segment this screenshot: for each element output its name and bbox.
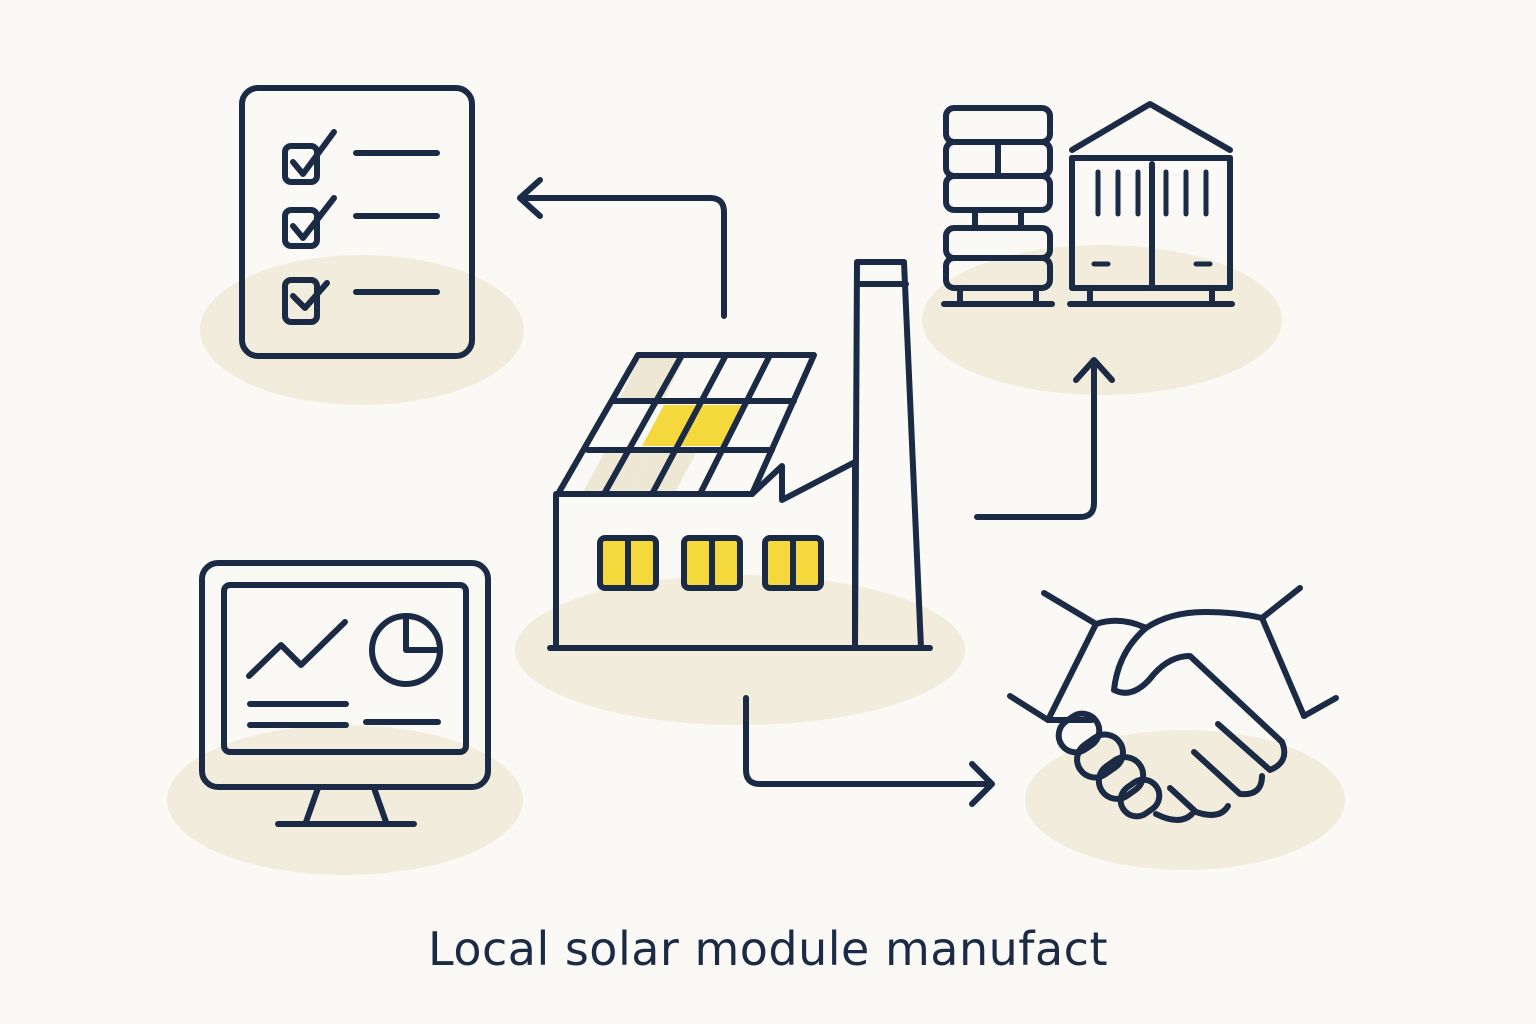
storage-shadow [922, 245, 1282, 395]
diagram-caption: Local solar module manufact [428, 922, 1108, 976]
computer-dashboard-icon [199, 560, 491, 827]
arrow-to-checklist [517, 177, 727, 319]
computer-shadow [167, 725, 523, 875]
factory-icon [547, 259, 933, 651]
factory-windows [597, 535, 824, 591]
arrow-to-storage [974, 357, 1115, 520]
handshake-icon [1007, 585, 1339, 823]
checklist-shadow [200, 255, 524, 405]
arrow-to-handshake [743, 695, 995, 807]
warehouse-storage-icon [941, 101, 1235, 307]
checklist-icon [239, 85, 475, 359]
